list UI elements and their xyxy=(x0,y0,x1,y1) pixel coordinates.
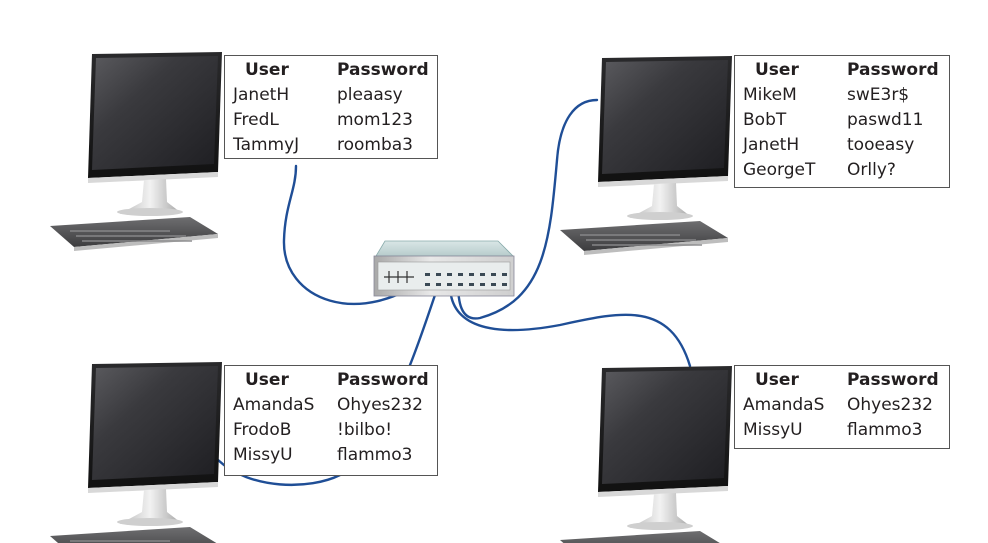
password-cell: mom123 xyxy=(337,110,413,130)
password-cell: flammo3 xyxy=(847,420,923,440)
user-cell: GeorgeT xyxy=(743,160,816,180)
table-row: AmandaS Ohyes232 xyxy=(233,393,429,418)
password-header: Password xyxy=(847,60,939,80)
credentials-bottom-right: User Password AmandaS Ohyes232 MissyU flamm… xyxy=(734,365,950,449)
switch-ports xyxy=(425,273,507,286)
computer-bottom-right xyxy=(560,366,732,543)
computer-bottom-left xyxy=(50,362,222,543)
user-cell: BobT xyxy=(743,110,787,130)
cable-bottom-left xyxy=(408,284,440,367)
table-row: AmandaS Ohyes232 xyxy=(743,393,939,418)
computer-top-right xyxy=(560,56,732,255)
cable-top-left xyxy=(282,164,432,306)
credentials-top-right: User Password MikeM swE3r$ BobT paswd11 Jan… xyxy=(734,55,950,188)
computer-top-left xyxy=(50,52,222,251)
user-header: User xyxy=(245,370,289,390)
table-row: JanetH tooeasy xyxy=(743,133,939,158)
user-cell: FredL xyxy=(233,110,279,130)
user-cell: MikeM xyxy=(743,85,797,105)
password-header: Password xyxy=(847,370,939,390)
user-cell: MissyU xyxy=(233,445,293,465)
password-cell: Ohyes232 xyxy=(847,395,933,415)
table-row: FredL mom123 xyxy=(233,108,429,133)
table-row: FrodoB !bilbo! xyxy=(233,418,429,443)
switch-antenna-icon xyxy=(384,271,414,283)
password-cell: Orlly? xyxy=(847,160,896,180)
credentials-bottom-left: User Password AmandaS Ohyes232 FrodoB !bilb… xyxy=(224,365,438,476)
user-cell: AmandaS xyxy=(233,395,315,415)
password-cell: tooeasy xyxy=(847,135,915,155)
table-row: MikeM swE3r$ xyxy=(743,83,939,108)
password-header: Password xyxy=(337,370,429,390)
credentials-table: User Password MikeM swE3r$ BobT paswd11 Jan… xyxy=(743,58,939,183)
user-cell: TammyJ xyxy=(233,135,300,155)
credentials-table: User Password AmandaS Ohyes232 FrodoB !bilb… xyxy=(233,368,429,468)
password-cell: pleaasy xyxy=(337,85,403,105)
table-row: TammyJ roomba3 xyxy=(233,133,429,158)
password-cell: swE3r$ xyxy=(847,85,910,105)
password-cell: roomba3 xyxy=(337,135,414,155)
password-cell: flammo3 xyxy=(337,445,413,465)
password-cell: !bilbo! xyxy=(337,420,393,440)
user-header: User xyxy=(755,60,799,80)
password-cell: Ohyes232 xyxy=(337,395,423,415)
cable-bottom-right xyxy=(448,283,692,368)
table-row: GeorgeT Orlly? xyxy=(743,158,939,183)
user-cell: AmandaS xyxy=(743,395,825,415)
password-header: Password xyxy=(337,60,429,80)
network-switch xyxy=(373,240,515,297)
user-header: User xyxy=(245,60,289,80)
table-row: MissyU flammo3 xyxy=(233,443,429,468)
user-cell: FrodoB xyxy=(233,420,292,440)
table-row: MissyU flammo3 xyxy=(743,418,939,443)
user-header: User xyxy=(755,370,799,390)
credentials-top-left: User Password JanetH pleaasy FredL mom123 T… xyxy=(224,55,438,159)
user-cell: JanetH xyxy=(743,135,800,155)
user-cell: JanetH xyxy=(233,85,290,105)
password-cell: paswd11 xyxy=(847,110,924,130)
cable-top-right xyxy=(456,98,599,320)
table-row: BobT paswd11 xyxy=(743,108,939,133)
table-row: JanetH pleaasy xyxy=(233,83,429,108)
credentials-table: User Password JanetH pleaasy FredL mom123 T… xyxy=(233,58,429,158)
user-cell: MissyU xyxy=(743,420,803,440)
credentials-table: User Password AmandaS Ohyes232 MissyU flamm… xyxy=(743,368,939,443)
